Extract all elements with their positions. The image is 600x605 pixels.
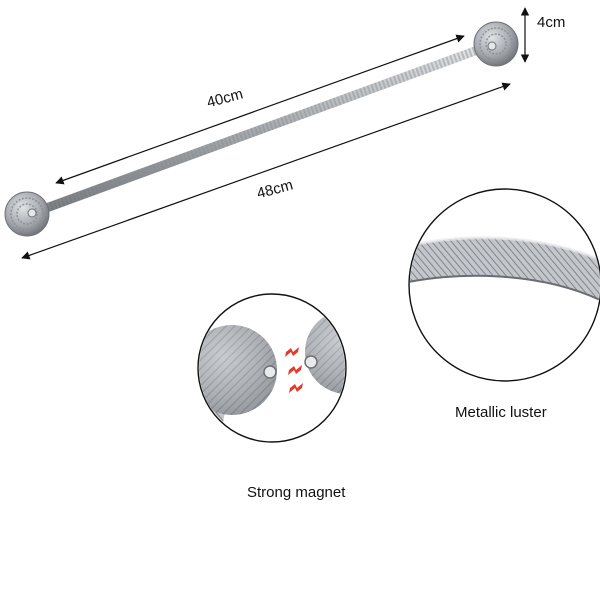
luster-caption: Metallic luster [455, 404, 547, 421]
right-magnet-ball [473, 21, 519, 67]
dimension-40-arrow [55, 34, 465, 185]
magnet-attraction-icon [285, 347, 303, 393]
magnet-detail-circle [197, 293, 347, 443]
magnet-caption: Strong magnet [247, 484, 346, 501]
left-magnet-ball [4, 191, 50, 237]
dimension-48-arrow [21, 82, 511, 260]
dimension-4-label: 4cm [537, 14, 566, 31]
luster-detail-circle [408, 188, 600, 382]
